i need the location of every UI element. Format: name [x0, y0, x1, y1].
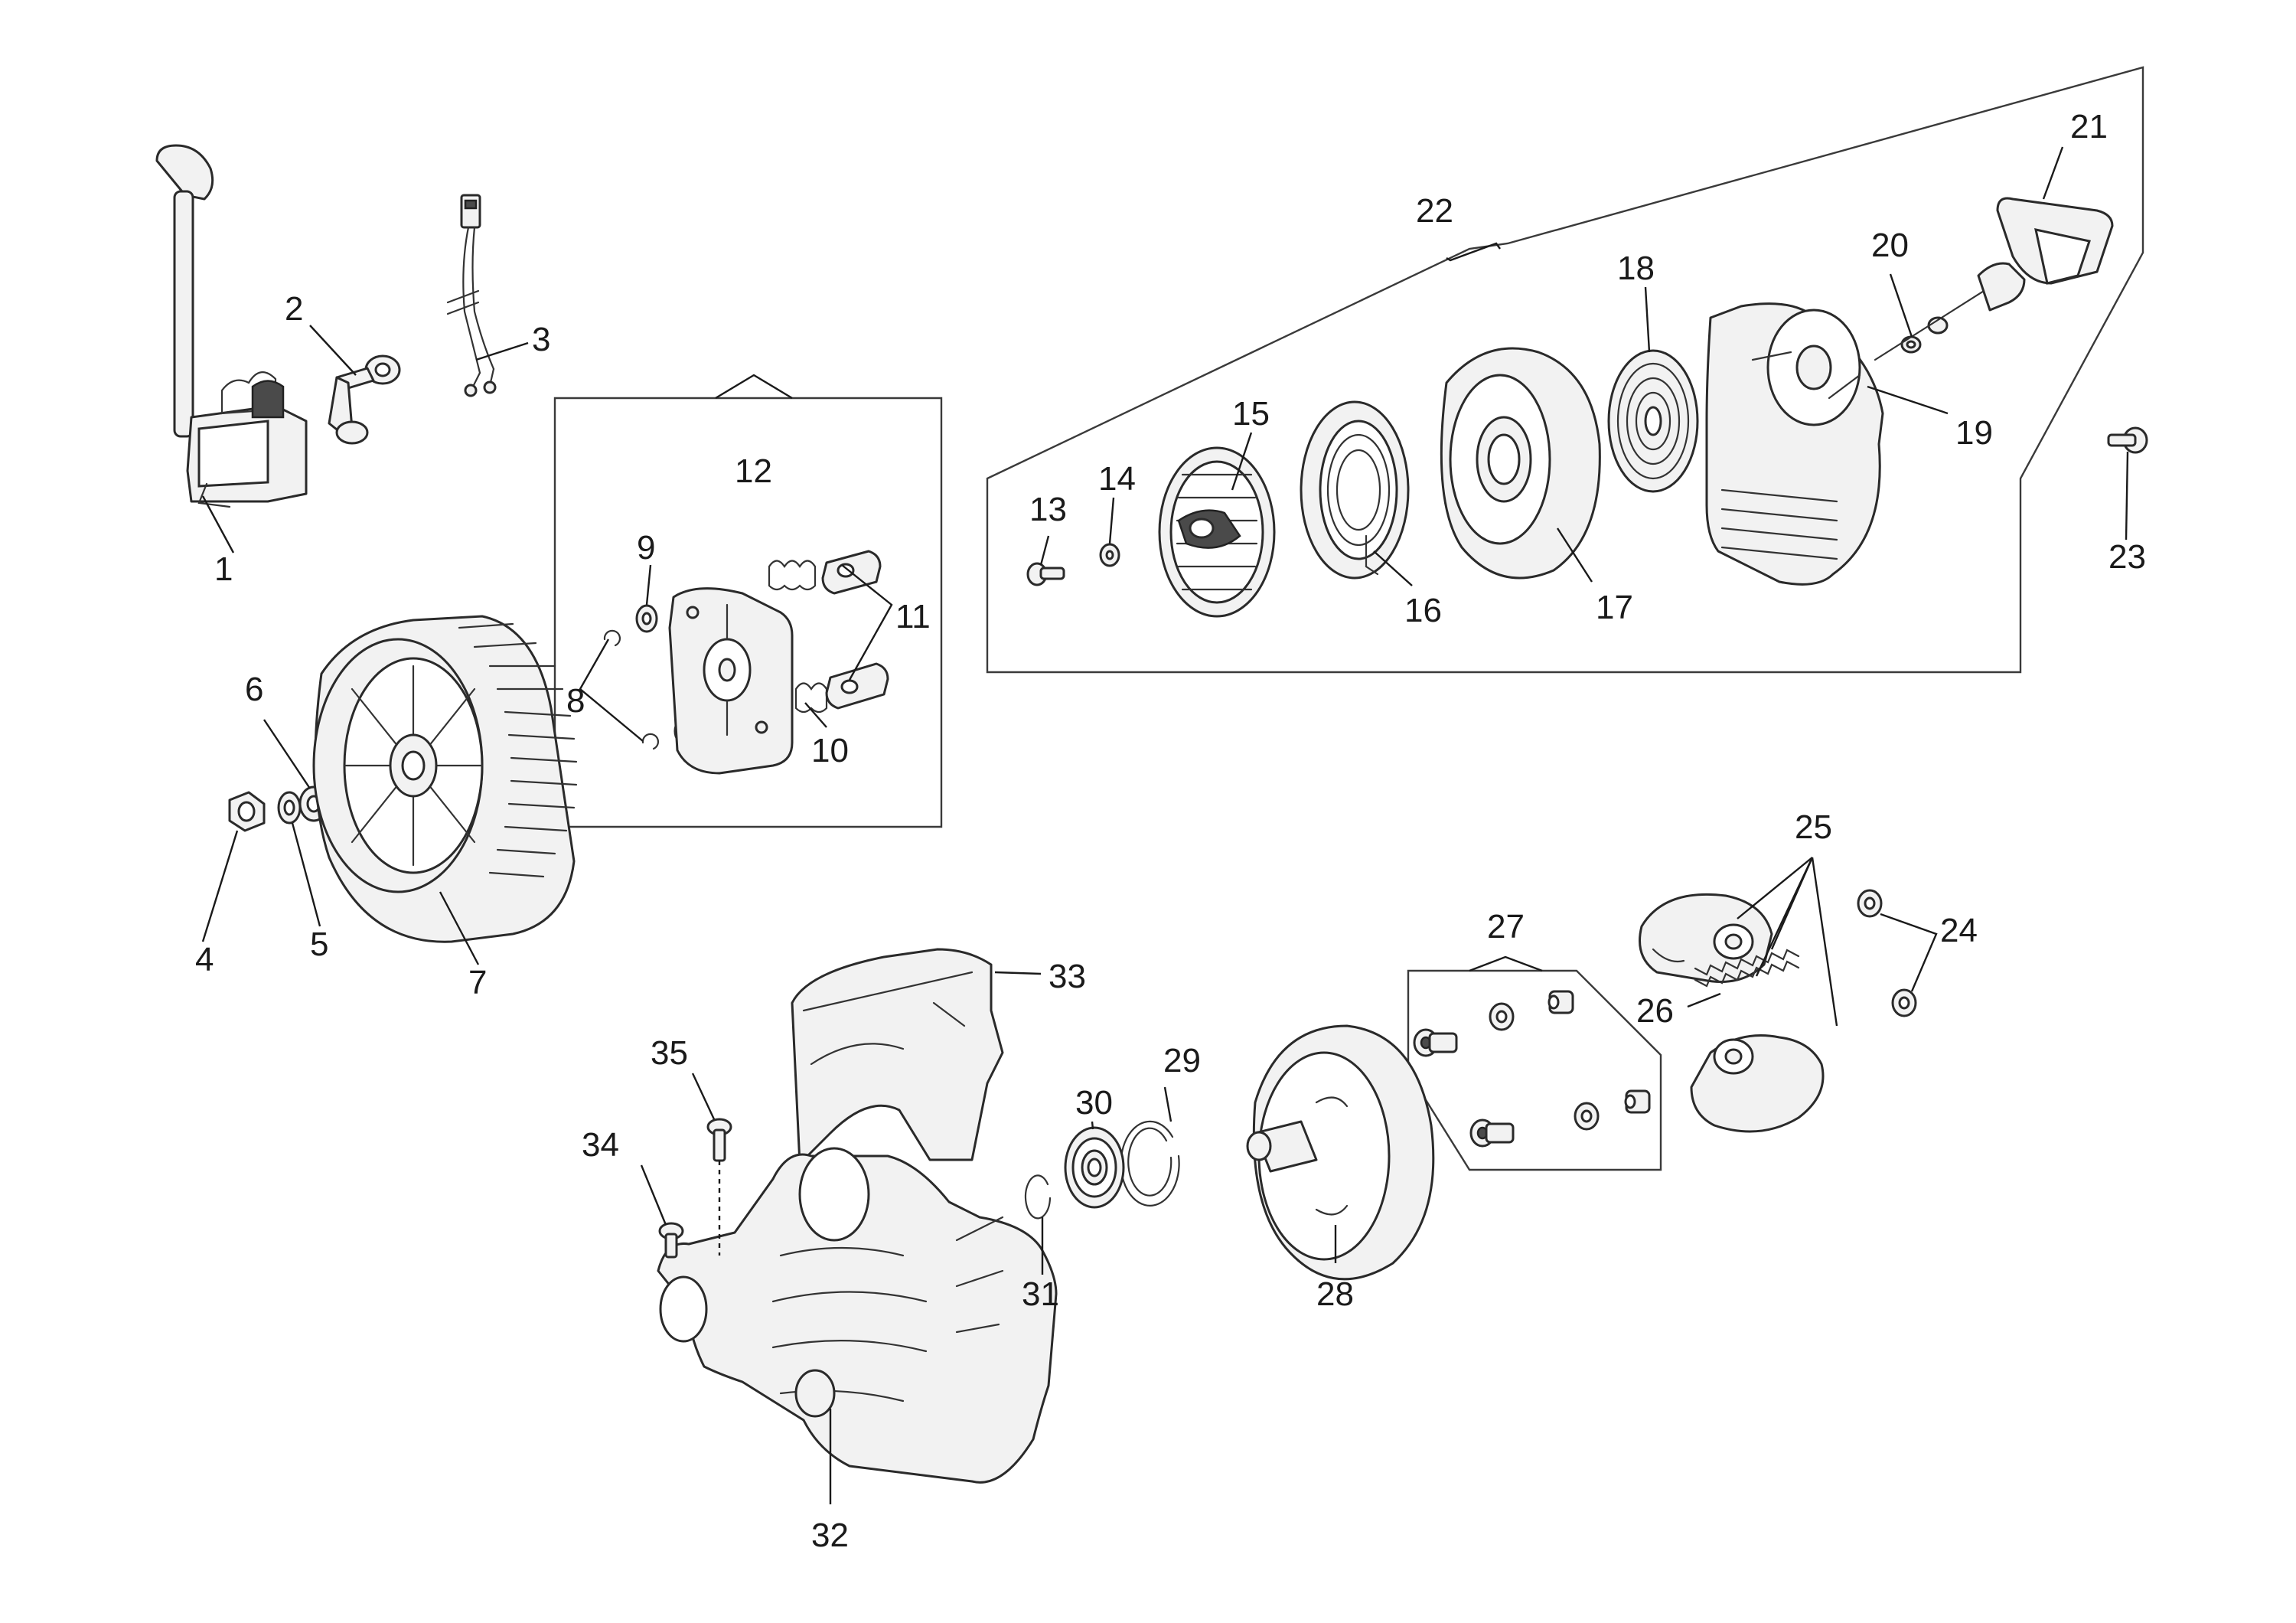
- callout-25: 25: [1795, 808, 1832, 846]
- rewind-spring: [1607, 349, 1699, 493]
- callout-1: 1: [214, 550, 233, 588]
- clip-lower: [641, 733, 659, 750]
- callout-31: 31: [1022, 1275, 1059, 1313]
- callout-16: 16: [1404, 592, 1442, 629]
- callout-10: 10: [811, 732, 849, 769]
- starter-housing: [1705, 302, 1884, 586]
- callout-labels: 1 2 3 4 5 6 7 8 9 10 11 12 13 14 15 16 1…: [195, 108, 2146, 1554]
- callout-18: 18: [1617, 250, 1655, 287]
- callout-28: 28: [1316, 1275, 1354, 1313]
- clutch-sleeve-upper: [1548, 990, 1574, 1014]
- callout-22: 22: [1416, 192, 1453, 230]
- flywheel-nut: [228, 791, 266, 832]
- callout-26: 26: [1636, 992, 1674, 1030]
- clip-upper: [603, 629, 621, 647]
- fan-cover: [791, 948, 1004, 1165]
- clutch-shoe-upper: [1639, 893, 1773, 983]
- callout-30: 30: [1075, 1084, 1113, 1122]
- callout-19: 19: [1955, 414, 1993, 452]
- group-12-outline: [553, 397, 943, 828]
- callout-5: 5: [310, 926, 328, 963]
- wire-harness: [446, 194, 497, 397]
- callout-34: 34: [582, 1126, 619, 1164]
- callout-12: 12: [735, 452, 772, 490]
- housing-screw-34: [658, 1222, 684, 1259]
- snap-ring-31: [1024, 1174, 1052, 1220]
- group-27-outline: [1407, 969, 1662, 1171]
- pawl-plate: [668, 587, 794, 775]
- bearing: [1064, 1126, 1125, 1209]
- callout-2: 2: [285, 290, 303, 328]
- pawl-spring-upper: [768, 560, 817, 591]
- starter-washer: [1099, 543, 1120, 567]
- pawl-spring-lower: [794, 682, 828, 714]
- callout-24: 24: [1940, 912, 1978, 949]
- pawl-carrier: [1158, 446, 1276, 618]
- group-22-outline: [986, 66, 2144, 674]
- callout-11: 11: [895, 598, 931, 635]
- clutch-bolt-upper: [1413, 1028, 1458, 1057]
- recoil-spring-cassette: [1300, 400, 1410, 580]
- callout-21: 21: [2070, 108, 2108, 145]
- flywheel-washer-5: [277, 791, 302, 825]
- callout-4: 4: [195, 941, 214, 978]
- callout-8: 8: [566, 682, 585, 720]
- callout-6: 6: [245, 671, 263, 708]
- callout-29: 29: [1163, 1042, 1201, 1079]
- callout-13: 13: [1029, 491, 1067, 528]
- pawl-lower: [825, 662, 889, 710]
- callout-35: 35: [651, 1034, 688, 1072]
- clutch-shoe-lower: [1690, 1034, 1825, 1133]
- flywheel: [312, 615, 578, 943]
- clutch-spring: [1694, 949, 1800, 988]
- leader-lines: [201, 146, 2129, 1504]
- callout-14: 14: [1098, 460, 1136, 498]
- callout-15: 15: [1232, 395, 1270, 433]
- clutch-bolt-lower: [1469, 1118, 1515, 1148]
- housing-screw: [2107, 426, 2148, 454]
- group-27-bracket: [1469, 955, 1543, 972]
- rope-bushing: [1900, 335, 1922, 354]
- callout-9: 9: [637, 529, 655, 567]
- callout-33: 33: [1049, 958, 1086, 995]
- callout-23: 23: [2108, 538, 2146, 576]
- clutch-bushing-upper: [1489, 1002, 1515, 1031]
- mounting-bracket: [328, 354, 401, 445]
- callout-27: 27: [1487, 908, 1525, 945]
- group-22-bracket: [1446, 242, 1501, 262]
- clutch-washer-lower: [1891, 988, 1917, 1017]
- clutch-bushing-lower: [1574, 1102, 1600, 1131]
- clutch-drum: [1246, 1024, 1435, 1281]
- rope-pulley: [1440, 347, 1601, 580]
- callout-3: 3: [532, 321, 550, 358]
- callout-20: 20: [1871, 227, 1909, 264]
- clutch-washer-upper: [1857, 889, 1883, 918]
- group-12-bracket: [715, 374, 793, 400]
- ignition-coil: [155, 144, 308, 508]
- starter-handle: [1874, 197, 2114, 361]
- starter-screw: [1026, 562, 1065, 586]
- washer-upper: [635, 604, 658, 633]
- clutch-sleeve-lower: [1624, 1089, 1651, 1114]
- callout-17: 17: [1596, 589, 1633, 626]
- housing-screw-35: [706, 1118, 732, 1256]
- callout-32: 32: [811, 1517, 849, 1554]
- callout-7: 7: [468, 964, 487, 1001]
- clutch-housing: [657, 1147, 1058, 1484]
- snap-ring-29: [1120, 1120, 1180, 1207]
